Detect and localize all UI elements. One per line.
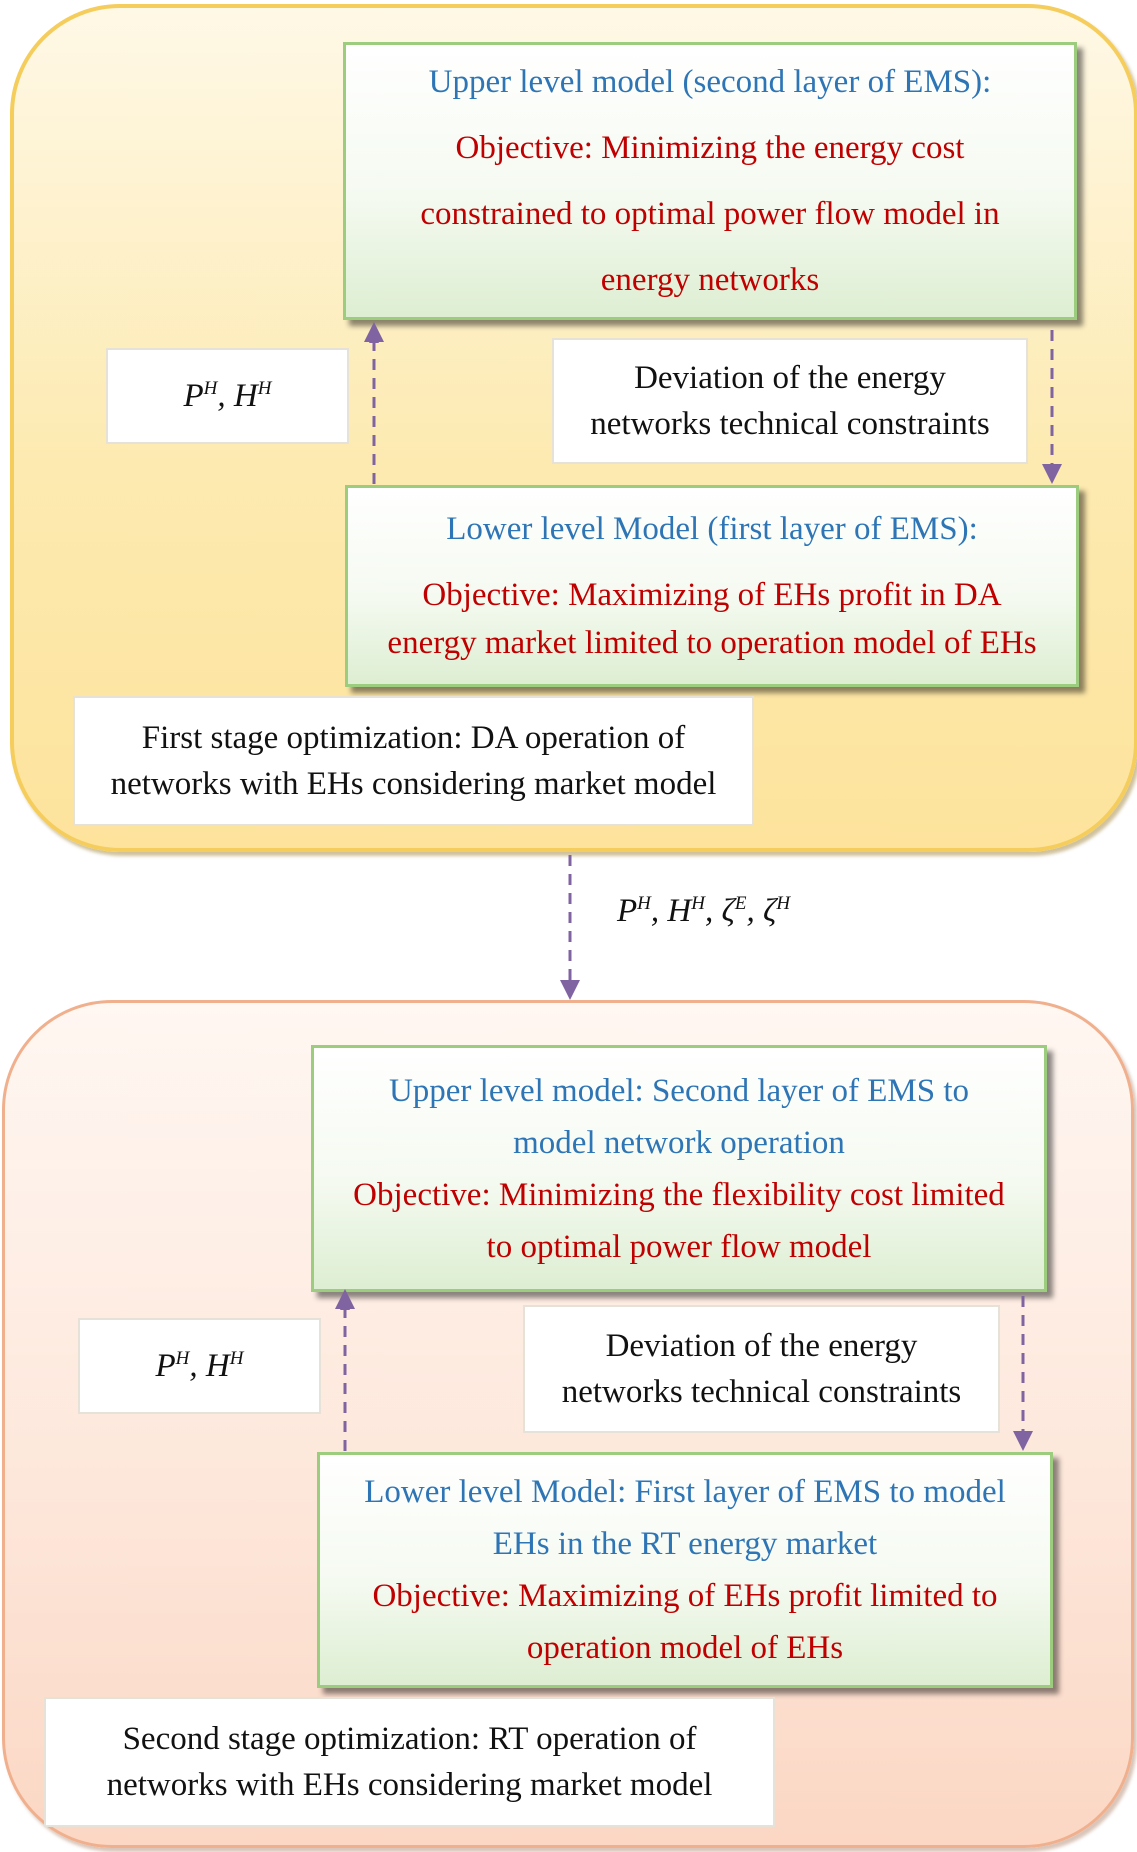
stage1-up-variables-box: PH, HH [106,348,349,444]
stage1-lower-objective-line-1: Objective: Maximizing of EHs profit in D… [422,577,1002,613]
stage1-down-arrowhead [1042,464,1062,484]
stage2-up-arrowhead [335,1289,355,1309]
stage2-lower-title-line-2: EHs in the RT energy market [492,1526,878,1562]
stage2-caption-box: Second stage optimization: RT operation … [44,1697,775,1827]
stage2-caption-line-1: Second stage optimization: RT operation … [122,1721,697,1757]
stage2-caption-line-2: networks with EHs considering market mod… [106,1767,713,1803]
stage1-upper-title: Upper level model (second layer of EMS): [428,64,992,100]
stage2-deviation-line-2: networks technical constraints [561,1374,962,1410]
stage1-upper-objective-line-2: constrained to optimal power flow model … [420,196,1000,232]
stage2-upper-level-model-box: Upper level model: Second layer of EMS t… [311,1045,1047,1292]
stage2-deviation-line-1: Deviation of the energy [605,1328,918,1364]
stage2-down-arrowhead [1013,1431,1033,1451]
stage1-up-variables-label: PH, HH [183,377,272,414]
stage2-lower-objective-line-2: operation model of EHs [526,1630,844,1666]
stage1-lower-level-model-box: Lower level Model (first layer of EMS): … [345,485,1079,687]
between-stage-variables-label: PH, HH, ζE, ζH [617,893,791,929]
stage2-upper-objective-line-1: Objective: Minimizing the flexibility co… [353,1176,1005,1213]
stage2-deviation-box: Deviation of the energy networks technic… [523,1305,1000,1433]
stage1-upper-objective-line-1: Objective: Minimizing the energy cost [455,130,965,166]
stage1-lower-title: Lower level Model (first layer of EMS): [446,511,978,547]
stage2-lower-level-model-box: Lower level Model: First layer of EMS to… [317,1452,1053,1688]
stage2-upper-title-line-2: model network operation [513,1124,845,1161]
stage1-lower-objective-line-2: energy market limited to operation model… [387,625,1037,661]
stage2-upper-objective-line-2: to optimal power flow model [486,1228,872,1265]
stage1-deviation-line-2: networks technical constraints [590,406,990,442]
stage1-caption-line-2: networks with EHs considering market mod… [110,766,717,802]
stage1-upper-level-model-box: Upper level model (second layer of EMS):… [343,42,1077,320]
stage2-upper-title-line-1: Upper level model: Second layer of EMS t… [388,1072,970,1109]
stage2-up-variables-box: PH, HH [78,1318,321,1414]
stage1-deviation-line-1: Deviation of the energy [634,360,946,396]
stage2-lower-objective-line-1: Objective: Maximizing of EHs profit limi… [372,1578,998,1614]
stage1-caption-line-1: First stage optimization: DA operation o… [141,720,686,756]
stage1-caption-box: First stage optimization: DA operation o… [73,696,754,826]
stage1-deviation-box: Deviation of the energy networks technic… [552,338,1028,464]
stage2-up-variables-label: PH, HH [155,1347,244,1384]
stage1-upper-objective-line-3: energy networks [600,262,820,298]
stage1-up-arrowhead [364,322,384,342]
between-stage-arrowhead [560,980,580,1000]
stage2-lower-title-line-1: Lower level Model: First layer of EMS to… [364,1474,1006,1510]
